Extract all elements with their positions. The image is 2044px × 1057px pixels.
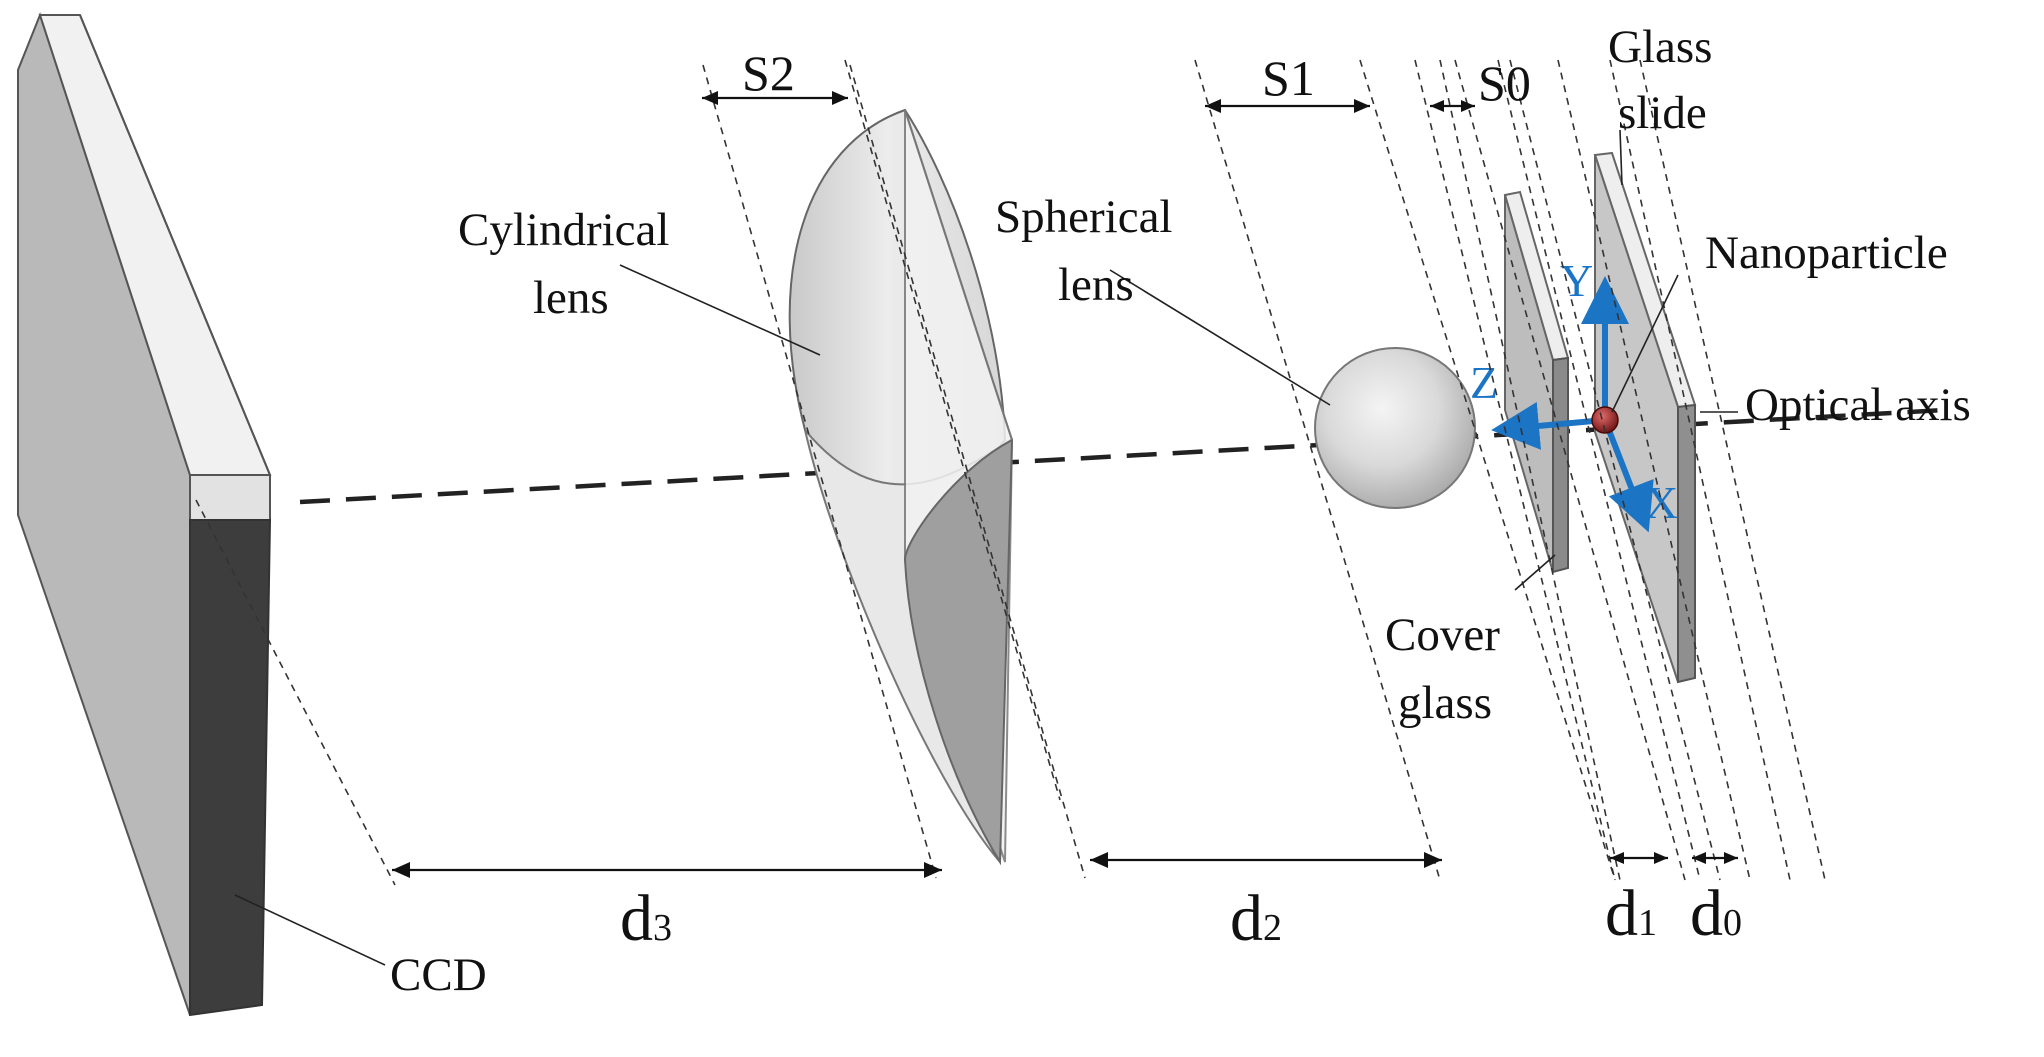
- spherical-lens-leader: [1109, 269, 1331, 406]
- cylindrical-lens-back-face: [903, 438, 1014, 866]
- cylindrical-lens-label-line1: Cylindrical: [458, 204, 669, 256]
- nanoparticle: [1591, 406, 1619, 434]
- optical-axis-label: Optical axis: [1745, 379, 1971, 431]
- optical-axis-line: [299, 407, 1946, 505]
- cover-glass: [1503, 190, 1570, 574]
- x-axis-arrow: [1602, 418, 1654, 533]
- cylindrical-lens-label-line2: lens: [533, 272, 609, 324]
- spherical-lens-label-line1: Spherical: [995, 191, 1173, 243]
- ccd-side-dark: [189, 519, 272, 1017]
- ccd-leader: [234, 894, 386, 966]
- labels: S2 S1 S0 Glass slide Cylindrical lens Sp…: [390, 21, 1971, 1001]
- glass-slide-leader: [1619, 129, 1623, 186]
- leader-lines: [234, 129, 1738, 966]
- x-axis-label: X: [1645, 477, 1678, 528]
- z-axis-arrow: [1491, 401, 1606, 450]
- cover-glass-label-line1: Cover: [1385, 609, 1500, 661]
- cylindrical-lens-leader: [619, 264, 821, 356]
- cover-glass-label-line2: glass: [1398, 677, 1492, 729]
- d1-label: d1: [1605, 877, 1657, 950]
- s1-label: S1: [1262, 50, 1315, 106]
- d2-label: d2: [1230, 882, 1282, 955]
- cover-glass-leader: [1514, 554, 1556, 591]
- ccd-label: CCD: [390, 949, 487, 1001]
- d0-label: d0: [1690, 877, 1742, 950]
- spherical-lens: [1314, 347, 1476, 509]
- ccd-edge-line: [79, 14, 271, 476]
- coordinate-axes: Y Z X: [1470, 255, 1678, 533]
- nanoparticle-leader: [1611, 274, 1679, 413]
- nanoparticle-label: Nanoparticle: [1705, 227, 1948, 279]
- dimension-arrows: [392, 91, 1738, 878]
- cylindrical-lens-edge: [904, 109, 1013, 441]
- y-axis-label: Y: [1560, 255, 1593, 306]
- projection-lines: [195, 59, 1826, 886]
- s2-label: S2: [742, 45, 795, 101]
- glass-slide-label-line1: Glass: [1608, 21, 1712, 73]
- ccd-sensor: [17, 12, 272, 1017]
- d3-label: d3: [620, 882, 672, 955]
- cylindrical-lens: [788, 108, 1014, 866]
- z-axis-label: Z: [1470, 357, 1498, 408]
- glass-slide-label-line2: slide: [1618, 87, 1707, 139]
- spherical-lens-label-line2: lens: [1058, 259, 1134, 311]
- s0-label: S0: [1478, 55, 1531, 111]
